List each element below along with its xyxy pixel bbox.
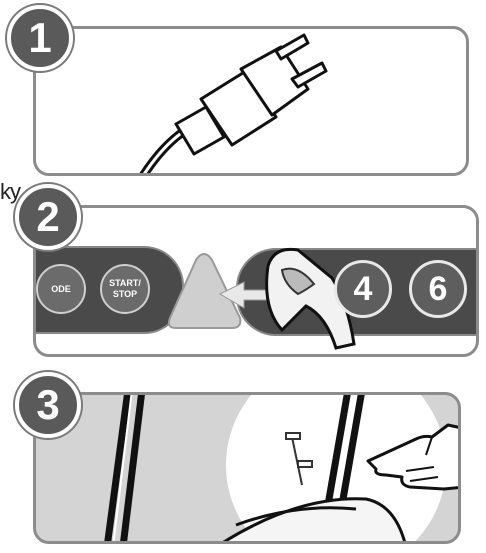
step-2-panel: ODE START/STOP 4 6 <box>33 205 479 357</box>
button-4[interactable]: 4 <box>334 260 392 318</box>
step-2-badge: 2 <box>15 184 81 250</box>
step-3-panel <box>33 392 461 544</box>
step-1-badge: 1 <box>7 5 73 71</box>
step-1-panel <box>33 26 469 176</box>
power-plug-icon <box>36 29 469 176</box>
pointing-hand-icon <box>366 415 461 495</box>
step-3-badge: 3 <box>15 372 81 438</box>
button-6[interactable]: 6 <box>409 260 467 318</box>
